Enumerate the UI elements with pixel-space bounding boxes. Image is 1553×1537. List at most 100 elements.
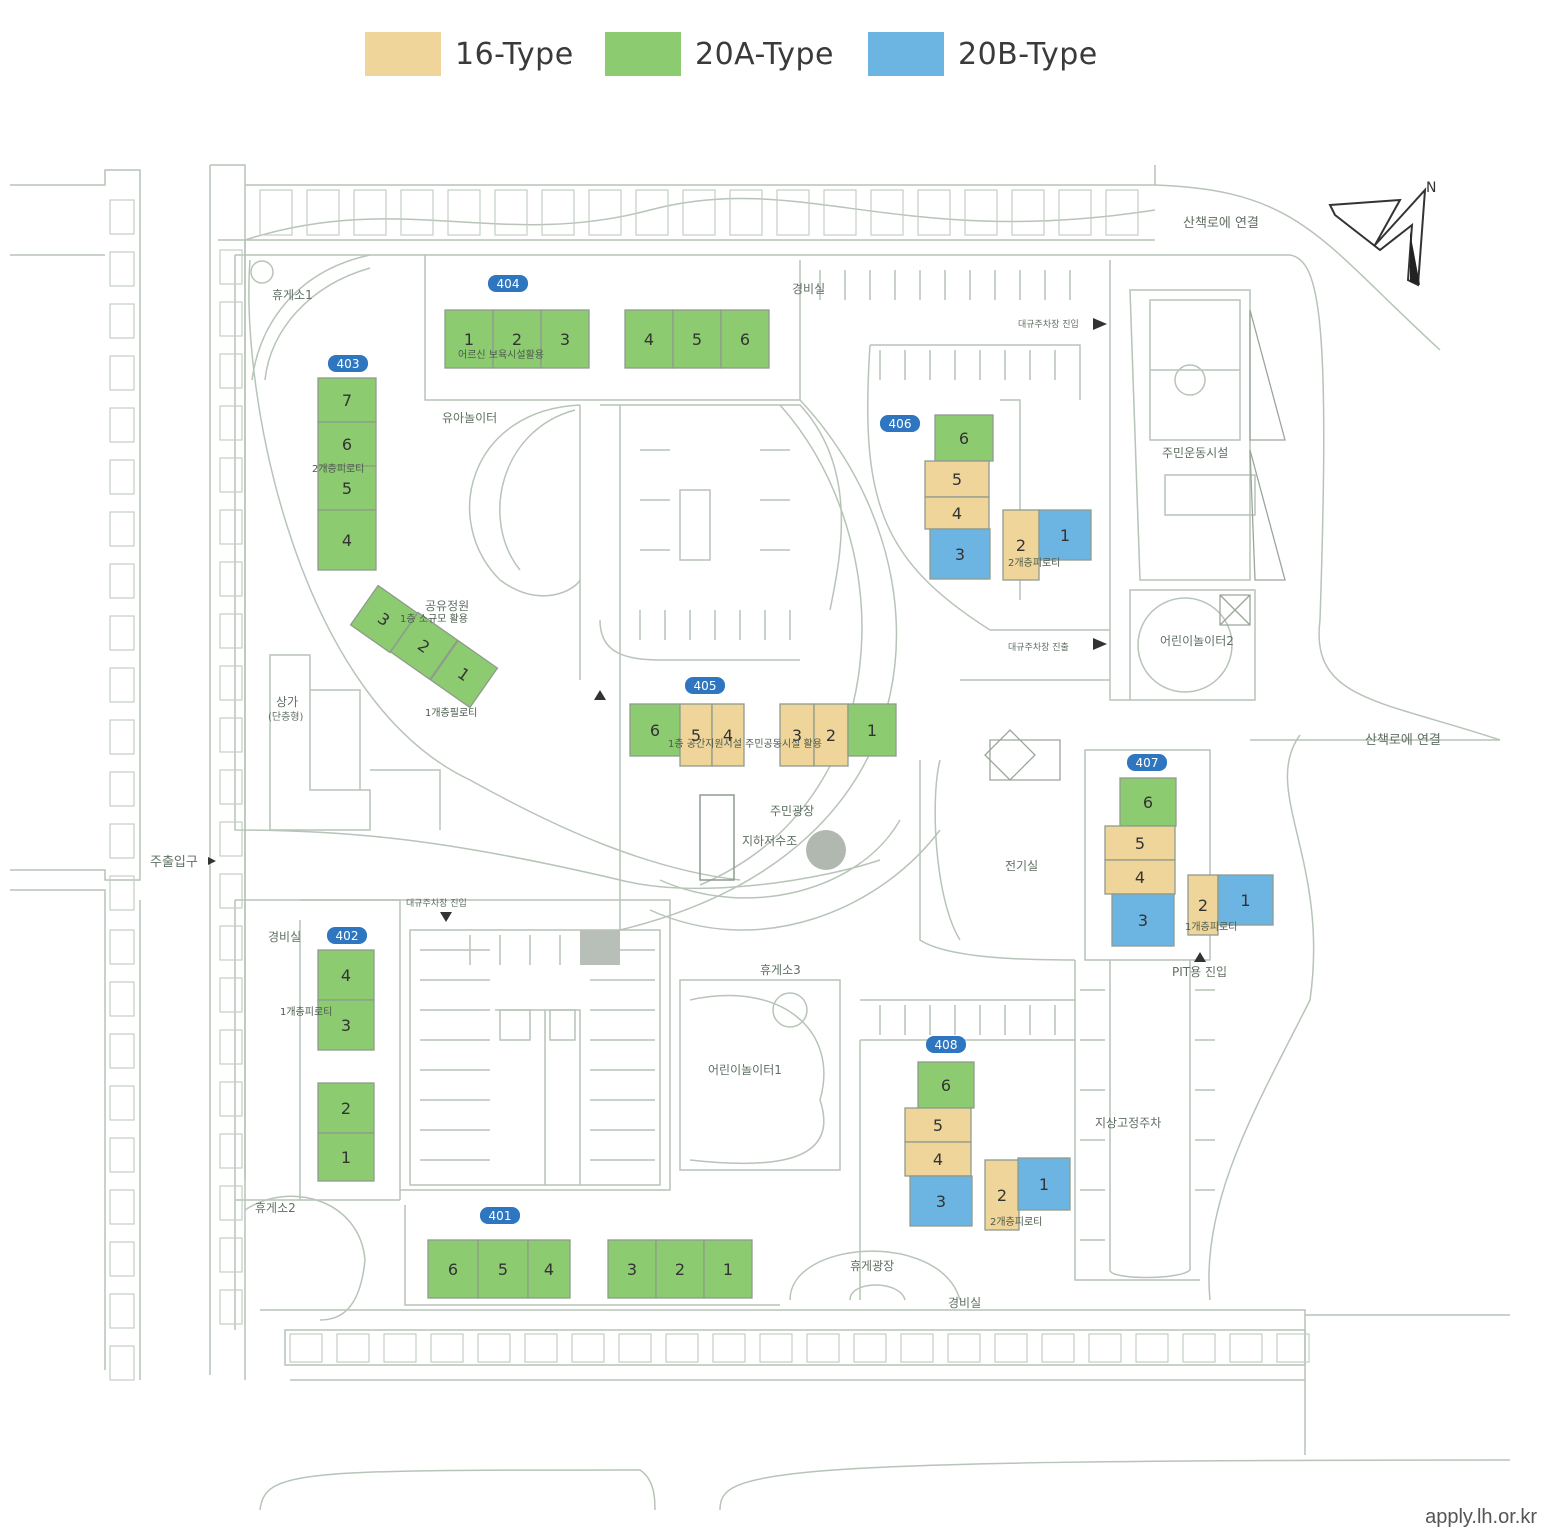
building-badge: 406 bbox=[880, 415, 920, 432]
unit-shape bbox=[703, 1239, 753, 1299]
badge-label: 402 bbox=[336, 929, 359, 943]
sidewalk-tiles bbox=[109, 189, 1310, 1381]
legend-swatch-20a bbox=[605, 32, 681, 76]
tile bbox=[109, 981, 135, 1017]
unit-cell: 3 bbox=[779, 703, 815, 767]
unit-cell: 1 bbox=[847, 703, 897, 757]
unit-cell: 2 bbox=[317, 1082, 375, 1134]
unit-number: 5 bbox=[692, 330, 702, 349]
stair-block bbox=[699, 794, 735, 881]
parking-exit-label: 대규주차장 진출 bbox=[1008, 641, 1069, 653]
unit-shape bbox=[720, 309, 770, 369]
badge-label: 405 bbox=[694, 679, 717, 693]
tile bbox=[964, 189, 998, 236]
tile bbox=[870, 189, 904, 236]
legend-20b-type: 20B-Type bbox=[868, 32, 1098, 76]
unit-cell: 3 bbox=[540, 309, 590, 369]
tile bbox=[1041, 1333, 1075, 1363]
trail-label-right: 산책로에 연결 bbox=[1365, 733, 1441, 748]
unit-number: 4 bbox=[1135, 868, 1145, 887]
unit-shape bbox=[1217, 874, 1274, 926]
unit-cell: 2 bbox=[389, 611, 459, 681]
tile bbox=[776, 189, 810, 236]
badge-shape bbox=[488, 275, 528, 292]
unit-shape bbox=[317, 421, 377, 467]
tile bbox=[109, 1293, 135, 1329]
tile bbox=[618, 1333, 652, 1363]
unit-shape bbox=[317, 377, 377, 423]
unit-number: 1 bbox=[341, 1148, 351, 1167]
unit-shape bbox=[679, 703, 713, 767]
tile bbox=[219, 1133, 243, 1169]
badge-shape bbox=[685, 677, 725, 694]
tile bbox=[1105, 189, 1139, 236]
unit-number: 6 bbox=[941, 1076, 951, 1095]
tile bbox=[219, 1237, 243, 1273]
arrows bbox=[208, 318, 1206, 962]
badge-label: 403 bbox=[337, 357, 360, 371]
badge-label: 401 bbox=[489, 1209, 512, 1223]
unit-number: 5 bbox=[342, 479, 352, 498]
legend-20a-type: 20A-Type bbox=[605, 32, 834, 76]
tile bbox=[109, 719, 135, 755]
tile bbox=[219, 1185, 243, 1221]
tile bbox=[1276, 1333, 1310, 1363]
unit-cell: 4 bbox=[317, 509, 377, 571]
tile bbox=[541, 189, 575, 236]
unit-cell: 4 bbox=[1104, 859, 1176, 895]
unit-cell: 5 bbox=[904, 1107, 972, 1143]
trail-label-top: 산책로에 연결 bbox=[1183, 216, 1259, 231]
unit-cell: 2 bbox=[655, 1239, 705, 1299]
kids-playground-2-label: 어린이놀이터2 bbox=[1160, 634, 1234, 648]
tile bbox=[1135, 1333, 1169, 1363]
tile bbox=[109, 303, 135, 339]
unit-cell: 7 bbox=[317, 377, 377, 423]
tile bbox=[109, 251, 135, 287]
tile bbox=[917, 189, 951, 236]
kids-playground-1-label: 어린이놀이터1 bbox=[708, 1063, 782, 1077]
unit-shape bbox=[779, 703, 815, 767]
unit-cell: 3 bbox=[929, 528, 991, 580]
tile bbox=[219, 717, 243, 753]
resident-sports-label: 주민운동시설 bbox=[1162, 446, 1228, 460]
unit-number: 2 bbox=[512, 330, 522, 349]
unit-shape bbox=[317, 1132, 375, 1182]
tile bbox=[219, 249, 243, 285]
unit-cell: 4 bbox=[711, 703, 745, 767]
unit-cell: 2 bbox=[1002, 509, 1040, 581]
unit-cell: 3 bbox=[909, 1175, 973, 1227]
badge-label: 407 bbox=[1136, 756, 1159, 770]
tile bbox=[571, 1333, 605, 1363]
tile bbox=[219, 1029, 243, 1065]
unit-number: 3 bbox=[936, 1192, 946, 1211]
unit-cell: 4 bbox=[624, 309, 674, 369]
unit-number: 6 bbox=[650, 721, 660, 740]
unit-cell: 4 bbox=[527, 1239, 571, 1299]
unit-cell: 1 bbox=[444, 309, 494, 369]
unit-number: 5 bbox=[1135, 834, 1145, 853]
building-note: 2개층피로티 bbox=[990, 1216, 1042, 1228]
unit-number: 2 bbox=[997, 1186, 1007, 1205]
unit-shape bbox=[924, 496, 990, 530]
tile bbox=[109, 407, 135, 443]
unit-shape bbox=[924, 460, 990, 498]
unit-number: 5 bbox=[498, 1260, 508, 1279]
unit-shape bbox=[607, 1239, 657, 1299]
unit-cell: 3 bbox=[607, 1239, 657, 1299]
tile bbox=[219, 977, 243, 1013]
unit-number: 2 bbox=[1198, 896, 1208, 915]
guardhouse-bottom-label: 경비실 bbox=[948, 1296, 981, 1310]
tile bbox=[759, 1333, 793, 1363]
unit-cell: 3 bbox=[1111, 893, 1175, 947]
tile bbox=[219, 1081, 243, 1117]
building-badge: 405 bbox=[685, 677, 725, 694]
tile bbox=[109, 1033, 135, 1069]
unit-number: 6 bbox=[448, 1260, 458, 1279]
tile bbox=[1229, 1333, 1263, 1363]
tile bbox=[109, 563, 135, 599]
building-note: 1층 공간지원시설 주민공동시설 활용 bbox=[668, 737, 822, 750]
